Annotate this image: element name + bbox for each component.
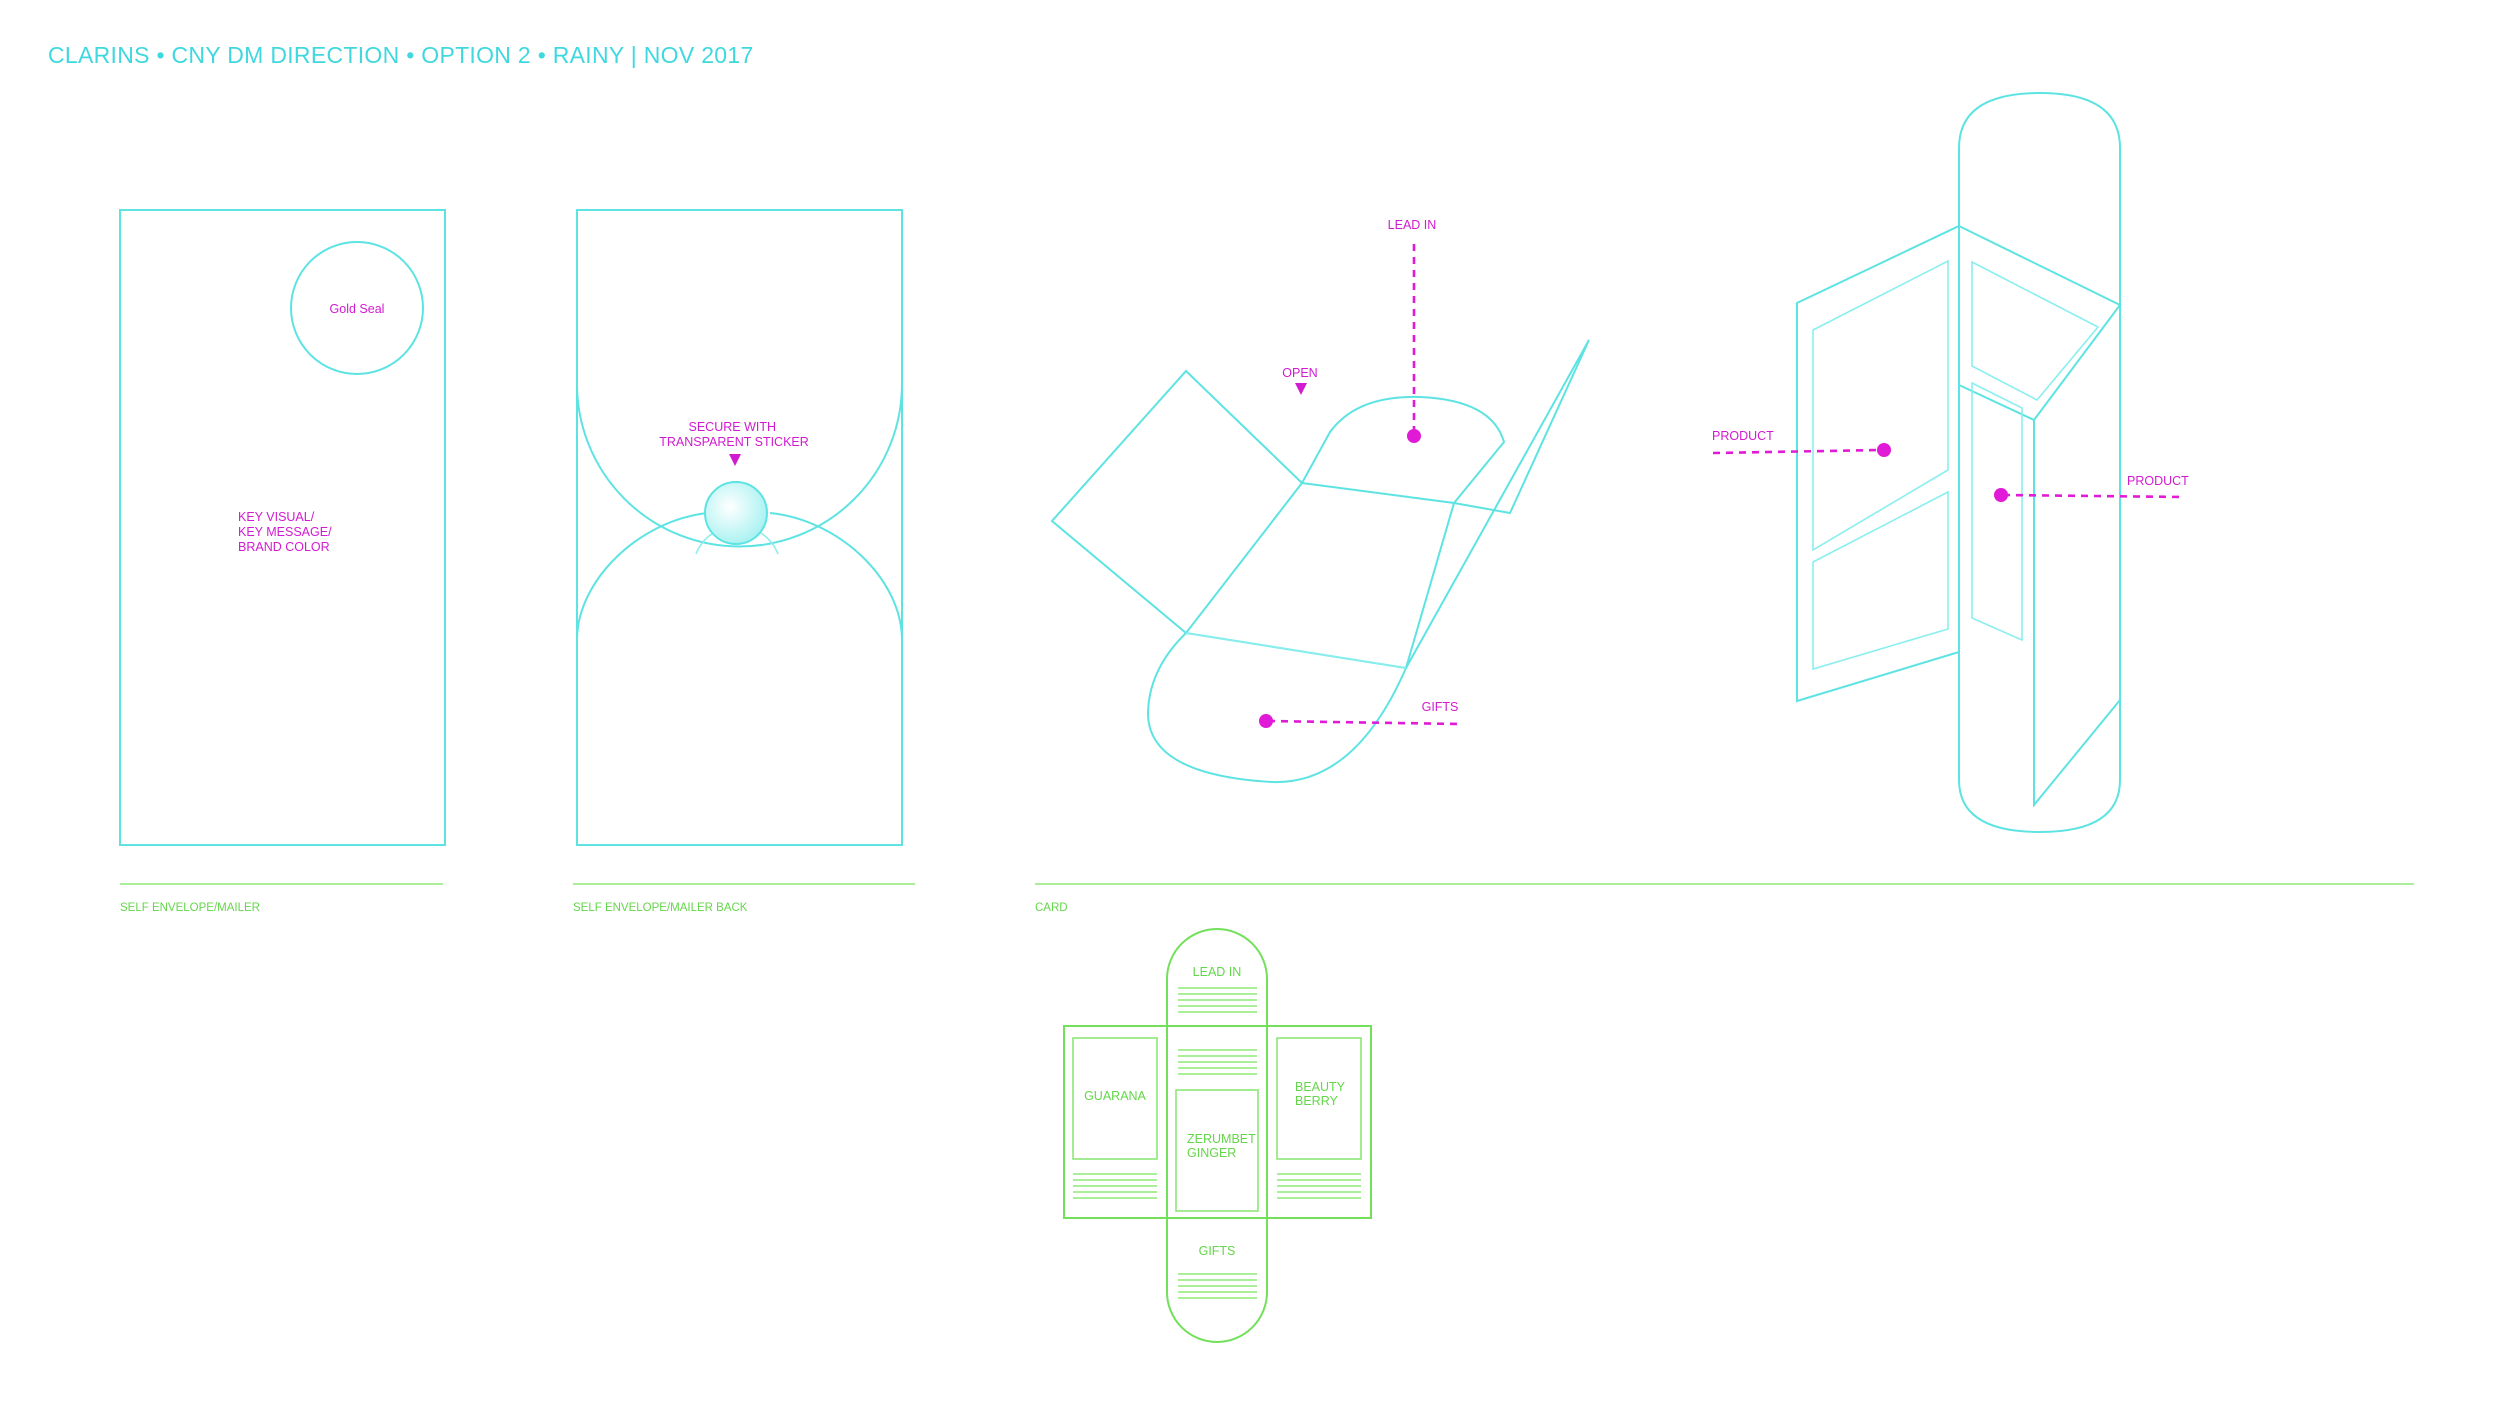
top-flap-curve <box>576 383 903 548</box>
product-left-label: PRODUCT <box>1712 429 1774 443</box>
flat-zerumbet-ginger-label: ZERUMBET GINGER <box>1187 1132 1259 1160</box>
envelope-front: Gold Seal KEY VISUAL/ KEY MESSAGE/ BRAND… <box>119 209 446 846</box>
gifts-label: GIFTS <box>1422 700 1459 714</box>
transparent-sticker <box>704 481 768 545</box>
flat-gifts-label: GIFTS <box>1199 1244 1236 1258</box>
card-top-flap <box>1301 395 1506 504</box>
lead-in-dot <box>1407 429 1421 443</box>
product-left-dot <box>1877 443 1891 457</box>
caption-card: CARD <box>1035 902 1068 914</box>
envelope-back: SECURE WITH TRANSPARENT STICKER <box>576 209 903 846</box>
card-right-top-panel <box>1958 225 2122 422</box>
flat-beauty-berry-label: BEAUTY BERRY <box>1295 1080 1348 1108</box>
gifts-leader <box>1267 719 1461 726</box>
product-right-dot <box>1994 488 2008 502</box>
zerumbet-line: ZERUMBET <box>1187 1132 1256 1146</box>
card-flat-dieline: LEAD IN GUARANA BEAUTY BERRY ZERUMBET GI… <box>1063 928 1372 1343</box>
open-label: OPEN <box>1282 366 1317 380</box>
beauty-line: BEAUTY <box>1295 1080 1346 1094</box>
caption-envelope-front: SELF ENVELOPE/MAILER <box>120 902 260 914</box>
flat-top-flap <box>1166 928 1268 1026</box>
card-left-flap <box>1050 369 1303 634</box>
sticker-pointer-icon <box>729 454 741 466</box>
beauty-berry-stripes <box>1277 1173 1361 1199</box>
card-back-panel <box>1958 91 2121 834</box>
card-right-fold-panel <box>2033 420 2121 808</box>
gold-seal-circle <box>290 241 424 375</box>
flat-cross-strip <box>1063 1025 1372 1219</box>
beauty-berry-box <box>1276 1037 1362 1160</box>
flat-guarana-label: GUARANA <box>1084 1089 1146 1103</box>
card-left-slot-bottom <box>1812 490 1949 671</box>
lead-in-stripes <box>1178 987 1257 1013</box>
card-open-view: OPEN LEAD IN GIFTS <box>1050 218 1590 784</box>
card-side-view: PRODUCT PRODUCT <box>1712 91 2189 834</box>
berry-line: BERRY <box>1295 1094 1339 1108</box>
brand-color-line: BRAND COLOR <box>238 540 330 554</box>
right-side-flap <box>769 512 903 641</box>
card-right-flap <box>1405 339 1590 669</box>
ginger-line: GINGER <box>1187 1146 1236 1160</box>
captions: SELF ENVELOPE/MAILER SELF ENVELOPE/MAILE… <box>120 883 2414 914</box>
card-left-panel <box>1796 224 1960 703</box>
flat-bottom-flap <box>1166 1218 1268 1343</box>
key-visual-label: KEY VISUAL/ KEY MESSAGE/ BRAND COLOR <box>238 510 335 554</box>
card-right-inner-slot <box>1971 381 2023 642</box>
product-left-leader <box>1712 448 1883 455</box>
key-message-line: KEY MESSAGE/ <box>238 525 332 539</box>
envelope-back-outline <box>576 209 903 846</box>
center-top-stripes <box>1178 1049 1257 1075</box>
key-visual-line: KEY VISUAL/ <box>238 510 315 524</box>
card-bottom-flap <box>1146 632 1407 784</box>
guarana-stripes <box>1073 1173 1157 1199</box>
guarana-box <box>1072 1037 1158 1160</box>
sticker-label: SECURE WITH TRANSPARENT STICKER <box>659 420 809 449</box>
product-right-leader <box>2002 493 2185 499</box>
sticker-line-1: SECURE WITH <box>689 420 777 434</box>
page-title: CLARINS • CNY DM DIRECTION • OPTION 2 • … <box>48 42 754 68</box>
card-left-slot-top <box>1812 259 1949 552</box>
gold-seal-label: Gold Seal <box>330 302 385 316</box>
gifts-stripes <box>1178 1273 1257 1299</box>
lead-in-label: LEAD IN <box>1388 218 1437 232</box>
caption-envelope-back: SELF ENVELOPE/MAILER BACK <box>573 902 748 914</box>
card-right-top-slot <box>1971 260 2100 402</box>
product-right-label: PRODUCT <box>2127 474 2189 488</box>
zerumbet-ginger-box <box>1175 1089 1259 1212</box>
card-main-panel <box>1184 481 1456 670</box>
sticker-line-2: TRANSPARENT STICKER <box>659 435 809 449</box>
left-side-flap <box>576 512 709 641</box>
gifts-dot <box>1259 714 1273 728</box>
open-pointer-icon <box>1295 383 1307 395</box>
card-bottom-fold <box>1185 632 1407 669</box>
flat-lead-in-label: LEAD IN <box>1193 965 1242 979</box>
envelope-front-outline <box>119 209 446 846</box>
